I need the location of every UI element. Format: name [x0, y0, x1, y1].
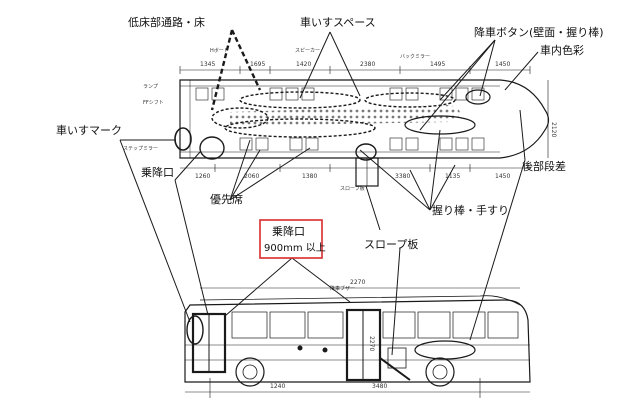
- note-slope: スロープ板: [340, 185, 365, 192]
- dim-top-5: 1495: [430, 61, 445, 68]
- door-width-value: 900mm 以上: [264, 242, 326, 254]
- dim-bottom-4: 3380: [395, 173, 410, 180]
- dim-bottom-1: 1260: [195, 173, 210, 180]
- door-width-title: 乗降口: [272, 224, 305, 238]
- note-back-mirror: バックミラー: [400, 54, 430, 60]
- door-width-callout: 乗降口 900mm 以上: [259, 219, 326, 259]
- dim-top-2: 1695: [250, 61, 265, 68]
- plan-view: [174, 66, 550, 187]
- dim-bottom-3: 1380: [302, 173, 317, 180]
- red-highlight-box: [259, 219, 323, 259]
- plan-dimension-labels: 1345 1695 1420 2380 1495 1450 1260 2060 …: [123, 47, 557, 292]
- note-lamp: ランプ: [143, 84, 158, 90]
- label-wheelchair-mark: 車いすマーク: [56, 123, 122, 137]
- label-wheelchair-space: 車いすスペース: [300, 15, 376, 29]
- leader-lines: [119, 29, 539, 356]
- callout-labels: 低床部通路・床 車いすスペース 降車ボタン(壁面・握り棒) 車内色彩 車いすマー…: [56, 15, 604, 251]
- label-stop-button: 降車ボタン(壁面・握り棒): [474, 25, 604, 39]
- side-dimension-labels: 2270 1240 3480 2270: [270, 279, 387, 390]
- dim-top-6: 1450: [495, 61, 510, 68]
- note-step-mirror: ステップミラー: [123, 146, 158, 152]
- note-ff-shift: FFシフト: [143, 100, 164, 106]
- dim-bottom-2: 2060: [244, 173, 259, 180]
- dim-top-1: 1345: [200, 61, 215, 68]
- side-view: [184, 287, 531, 398]
- label-boarding-door: 乗降口: [141, 165, 174, 179]
- dim-top-4: 2380: [360, 61, 375, 68]
- label-slope-board: スロープ板: [364, 237, 418, 251]
- note-speaker: スピーカー: [295, 48, 320, 54]
- dim-top-3: 1420: [296, 61, 311, 68]
- side-dim-door-height: 2270: [368, 336, 375, 351]
- side-dim-right: 3480: [372, 383, 387, 390]
- side-dim-width: 2270: [350, 279, 365, 286]
- label-rear-step: 後部段差: [522, 159, 566, 173]
- note-buzzer: 降車ブザー: [330, 285, 355, 292]
- label-interior-color: 車内色彩: [540, 43, 584, 57]
- dim-bottom-6: 1450: [495, 173, 510, 180]
- label-low-floor: 低床部通路・床: [128, 15, 205, 29]
- label-grab-bar: 握り棒・手すり: [432, 203, 509, 217]
- note-h-board: Hボード: [210, 47, 229, 54]
- side-dim-left: 1240: [270, 383, 285, 390]
- dim-bottom-5: 1135: [445, 173, 460, 180]
- label-priority-seat: 優先席: [210, 192, 243, 206]
- dim-side: 2120: [550, 122, 557, 137]
